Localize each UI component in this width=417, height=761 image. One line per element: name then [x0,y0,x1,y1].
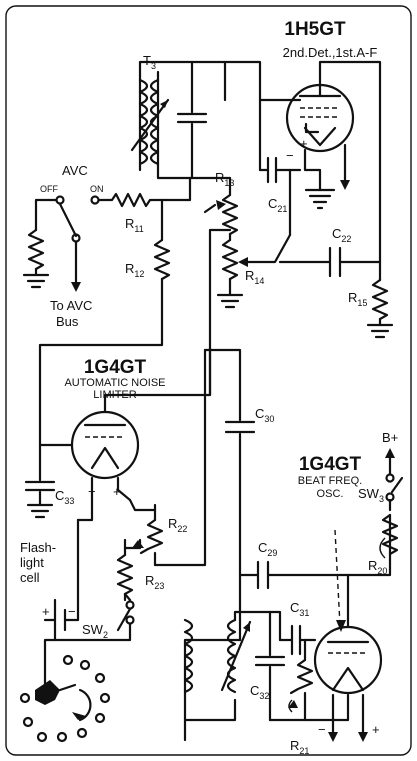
rotary-switch [19,654,111,743]
label-bus: Bus [56,314,79,329]
label-r12: R12 [125,261,144,279]
tube-limiter-function-1: AUTOMATIC NOISE [64,377,165,389]
label-on: ON [90,184,104,194]
tube-limiter-name: 1G4GT [84,357,147,378]
tube-1g4gt-bfo [313,625,383,695]
ground-c33 [26,503,54,519]
tube-bfo-name: 1G4GT [299,454,362,475]
label-sw3: SW3 [358,486,384,504]
label-c29: C29 [258,540,277,558]
label-c33: C33 [55,488,74,506]
label-sw2: SW2 [82,622,108,640]
tube-1h5gt-function: 2nd.Det.,1st.A-F [283,45,378,60]
label-flash-2: light [20,555,44,570]
label-to-avc: To AVC [50,298,92,313]
minus-bfo: − [318,722,326,737]
tube-limiter-function-2: LIMITER [93,389,136,401]
label-r22: R22 [168,516,187,534]
ground-symbol [304,188,336,210]
bfo-coil [183,618,252,694]
resistor-r13 [221,193,239,236]
tube-1h5gt-name: 1H5GT [284,19,346,40]
plus-bfo: + [372,722,380,737]
label-c31: C31 [290,600,309,618]
ground-r14 [216,293,244,309]
label-r15: R15 [348,290,367,308]
label-c21: C21 [268,196,287,214]
tube-1g4gt-limiter [70,410,140,480]
minus-1h5gt: − [286,148,294,163]
label-r13: R13 [215,170,234,188]
label-avc: AVC [62,163,88,178]
plus-cell: + [42,604,50,619]
label-b-plus: B+ [382,430,398,445]
resistor-r15 [371,278,389,321]
label-c22: C22 [332,226,351,244]
minus-cell: − [68,604,76,619]
label-r21: R21 [290,738,309,756]
minus-limiter: − [88,484,96,499]
label-r14: R14 [245,268,264,286]
label-off: OFF [40,184,58,194]
transformer-t3 [130,70,170,174]
tube-1h5gt [285,83,355,153]
ground-r15 [366,323,394,339]
resistor-r14 [221,238,239,281]
ground-avc [22,273,50,289]
label-t3: T3 [143,53,156,71]
plus-limiter: + [113,484,121,499]
plus-1h5gt: + [300,136,308,151]
label-c30: C30 [255,406,274,424]
schematic-border [5,5,412,756]
label-flash-3: cell [20,570,40,585]
label-r11: R11 [125,216,144,234]
label-c32: C32 [250,683,269,701]
label-r20: R20 [368,558,387,576]
label-r23: R23 [145,573,164,591]
label-flash-1: Flash- [20,540,56,555]
tube-bfo-function-2: OSC. [317,488,344,500]
tube-bfo-function-1: BEAT FREQ. [298,475,362,487]
